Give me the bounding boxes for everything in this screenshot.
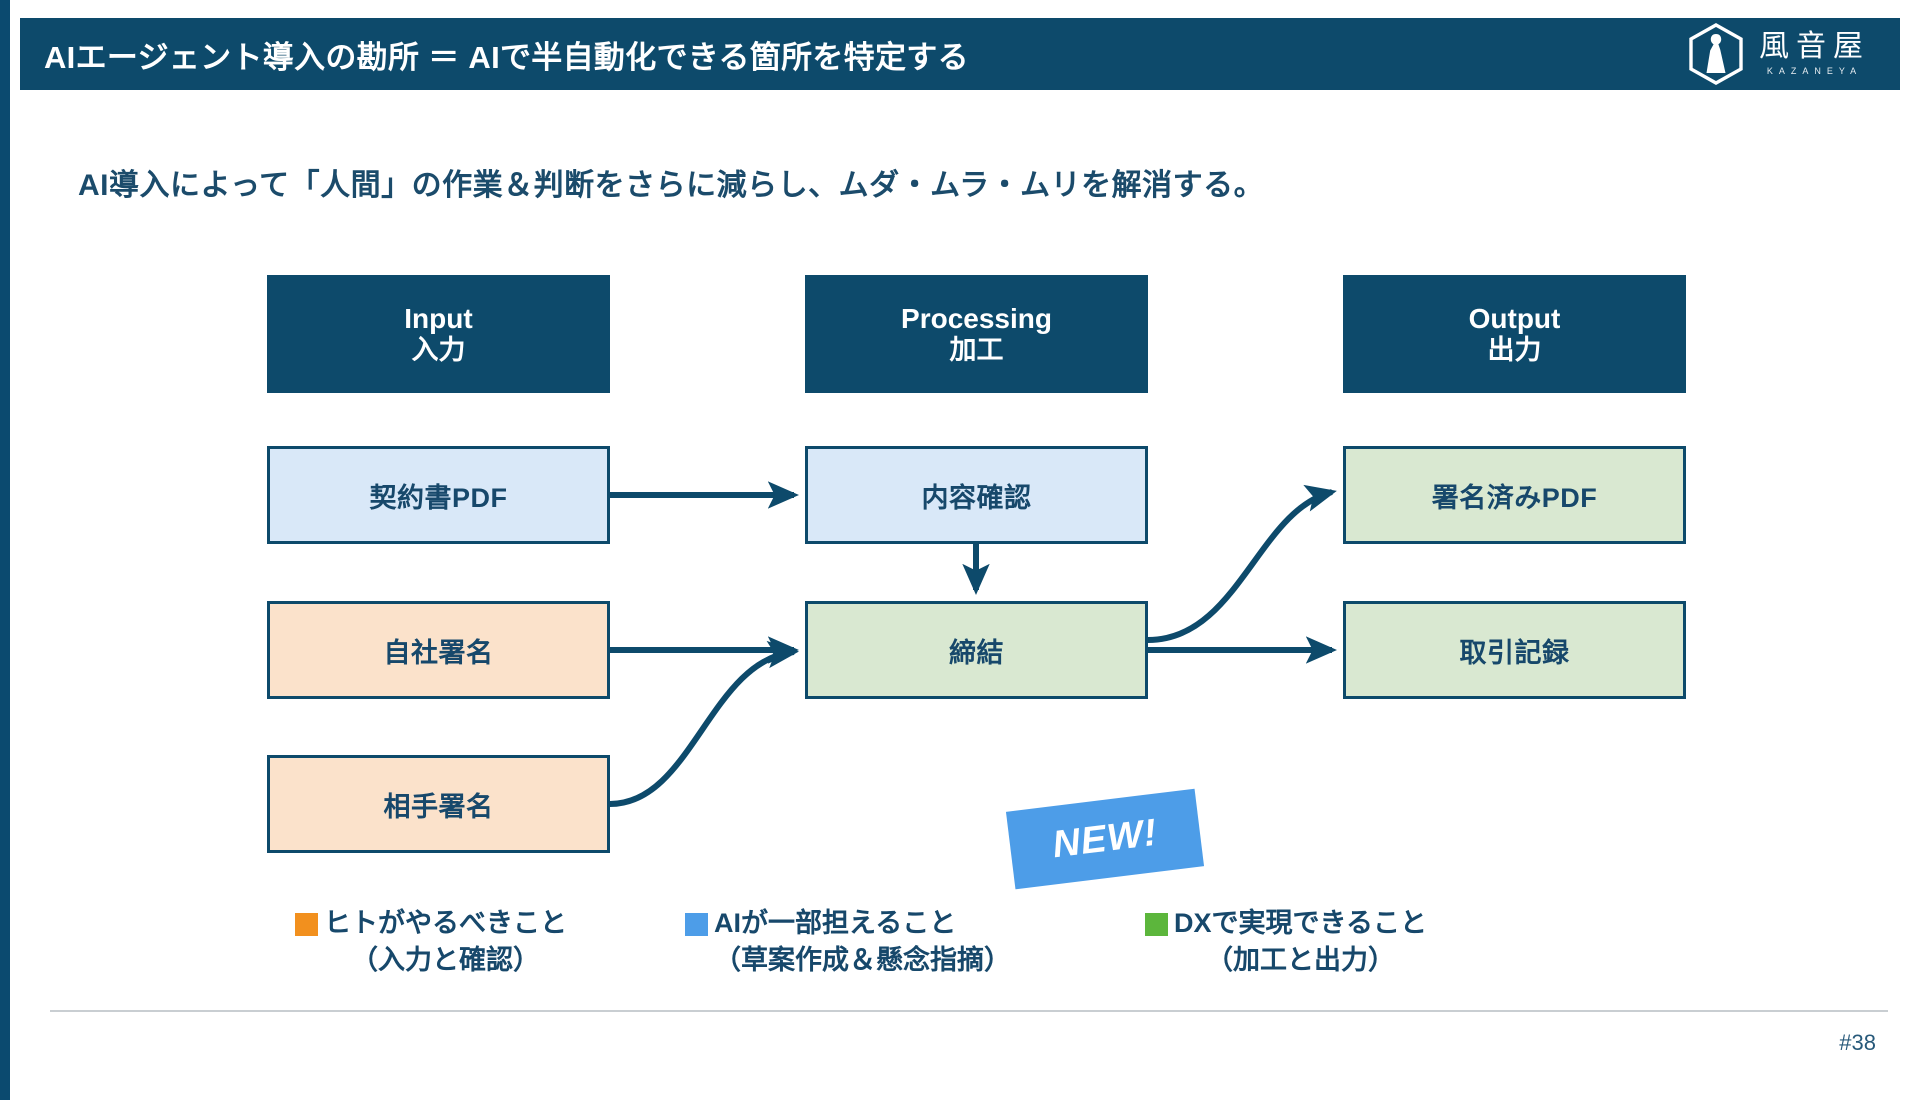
legend-swatch-dx-icon bbox=[1145, 913, 1168, 936]
legend-item-human: ヒトがやるべきこと （入力と確認） bbox=[295, 905, 625, 980]
node-signed-pdf[interactable]: 署名済みPDF bbox=[1343, 446, 1686, 544]
slide-subtitle: AI導入によって「人間」の作業＆判断をさらに減らし、ムダ・ムラ・ムリを解消する。 bbox=[78, 169, 1265, 202]
arrow-counterparty-signature-to-conclusion bbox=[609, 640, 799, 807]
legend-dx-line2: （加工と出力） bbox=[1205, 945, 1395, 976]
new-badge-label: NEW! bbox=[1050, 811, 1160, 866]
legend-item-dx: DXで実現できること （加工と出力） bbox=[1145, 905, 1485, 980]
legend-ai-line1: AIが一部担えること bbox=[714, 908, 957, 938]
legend-swatch-human-icon bbox=[295, 913, 318, 936]
new-badge: NEW! bbox=[1005, 788, 1205, 890]
brand-name-jp: 風音屋 bbox=[1759, 29, 1870, 64]
column-header-input: Input 入力 bbox=[267, 275, 610, 393]
legend-human-line2: （入力と確認） bbox=[351, 945, 540, 976]
brand-name-en: KAZANEYA bbox=[1766, 66, 1863, 76]
brand-wordmark: 風音屋 KAZANEYA bbox=[1759, 32, 1870, 76]
footer-divider bbox=[50, 1010, 1888, 1012]
brand-logo: 風音屋 KAZANEYA bbox=[1687, 23, 1870, 85]
column-header-processing: Processing 加工 bbox=[805, 275, 1148, 393]
column-header-processing-en: Processing bbox=[901, 302, 1052, 334]
legend: ヒトがやるべきこと （入力と確認） AIが一部担えること （草案作成＆懸念指摘）… bbox=[295, 905, 1695, 980]
slide-header: AIエージェント導入の勘所 ＝ AIで半自動化できる箇所を特定する 風音屋 KA… bbox=[20, 18, 1900, 90]
column-header-output-en: Output bbox=[1468, 302, 1561, 334]
legend-item-ai: AIが一部担えること （草案作成＆懸念指摘） bbox=[685, 905, 1085, 980]
column-header-input-jp: 入力 bbox=[411, 334, 466, 365]
column-header-output: Output 出力 bbox=[1343, 275, 1686, 393]
legend-human-line1: ヒトがやるべきこと bbox=[324, 908, 567, 938]
kazaneya-hexagon-icon bbox=[1689, 23, 1743, 85]
node-contract-pdf[interactable]: 契約書PDF bbox=[267, 446, 610, 544]
legend-ai-line2: （草案作成＆懸念指摘） bbox=[714, 945, 1011, 976]
node-conclusion[interactable]: 締結 bbox=[805, 601, 1148, 699]
page-number: #38 bbox=[1839, 1030, 1876, 1055]
node-transaction-record[interactable]: 取引記録 bbox=[1343, 601, 1686, 699]
node-counterparty-signature[interactable]: 相手署名 bbox=[267, 755, 610, 853]
legend-swatch-ai-icon bbox=[685, 913, 708, 936]
column-header-output-jp: 出力 bbox=[1487, 334, 1542, 365]
column-header-processing-jp: 加工 bbox=[949, 334, 1004, 365]
node-content-check[interactable]: 内容確認 bbox=[805, 446, 1148, 544]
page-title: AIエージェント導入の勘所 ＝ AIで半自動化できる箇所を特定する bbox=[44, 39, 969, 75]
process-flow-diagram: Input 入力 Processing 加工 Output 出力 契約書PDF … bbox=[10, 0, 1916, 1100]
node-own-signature[interactable]: 自社署名 bbox=[267, 601, 610, 699]
arrow-conclusion-to-signed-pdf bbox=[1147, 484, 1337, 643]
legend-dx-line1: DXで実現できること bbox=[1174, 908, 1427, 938]
column-header-input-en: Input bbox=[404, 302, 473, 334]
